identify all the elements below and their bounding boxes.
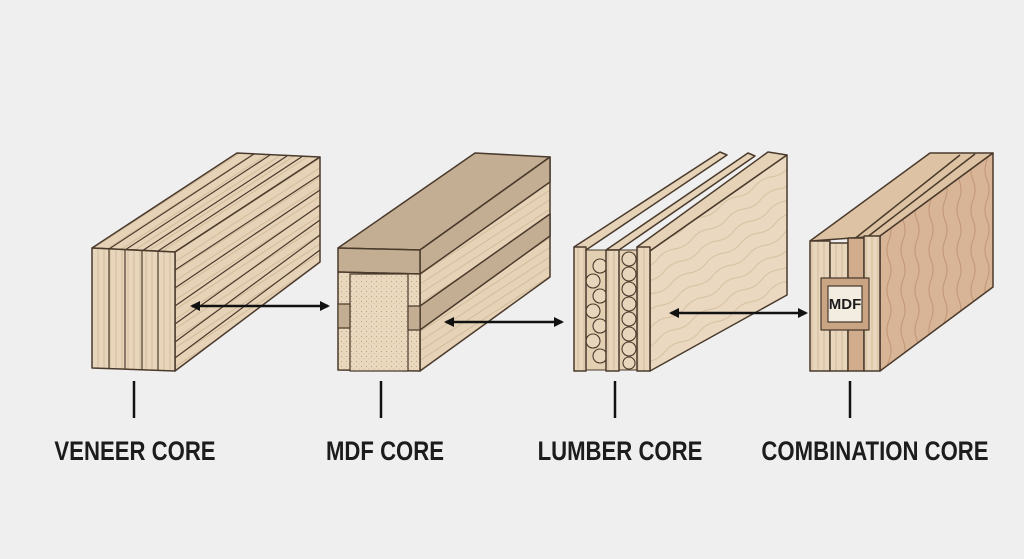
mdf-inset-label: MDF: [829, 296, 862, 313]
mdf-core-block: [337, 152, 551, 372]
label-lumber-core: LUMBER CORE: [537, 436, 703, 466]
combination-core-block: MDF: [809, 152, 994, 372]
lumber-core-block: [573, 151, 788, 372]
lumber-strips-icon: [585, 251, 637, 370]
label-veneer-core: VENEER CORE: [54, 436, 216, 466]
label-mdf-core: MDF CORE: [325, 436, 445, 466]
veneer-core-block: [91, 152, 321, 372]
label-combination-core: COMBINATION CORE: [761, 436, 989, 466]
